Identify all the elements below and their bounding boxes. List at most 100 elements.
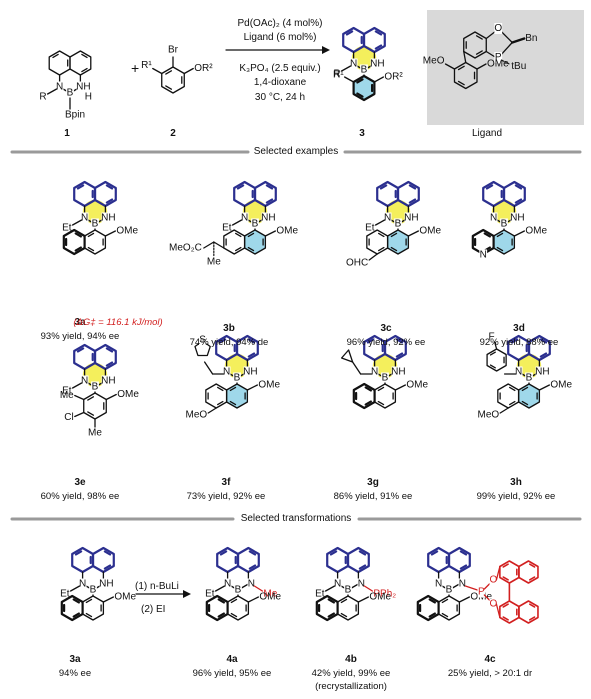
r-substituent: R <box>333 69 340 80</box>
double-bond <box>340 612 348 618</box>
or2-group: OR² <box>384 72 403 83</box>
double-bond <box>217 386 224 392</box>
double-bond <box>514 198 523 204</box>
double-bond <box>103 564 112 570</box>
benzyl-group: Bn <box>525 33 537 44</box>
condition-ligand: Ligand (6 mol%) <box>243 32 317 43</box>
naphthalene-ring <box>396 180 420 208</box>
ethyl-group: Et <box>315 589 325 600</box>
double-bond <box>539 352 548 358</box>
methoxy-group: OMe <box>525 226 547 237</box>
product-4b-yield: 42% yield, 99% ee <box>311 668 391 679</box>
double-bond <box>378 246 385 252</box>
boron-atom: B <box>446 585 453 596</box>
nh-atom: NH <box>101 376 115 387</box>
bond <box>102 596 115 603</box>
boron-atom: B <box>345 585 352 596</box>
nh-atom: NH <box>535 367 549 378</box>
double-bond <box>235 246 242 252</box>
nh-atom: N <box>248 579 255 590</box>
section-selected-transformations: Selected transformations <box>236 513 356 524</box>
boron-atom: B <box>361 65 368 76</box>
double-bond <box>74 246 82 252</box>
double-bond <box>76 184 85 190</box>
yellow-highlight <box>385 199 411 225</box>
nitrogen-atom: N <box>435 579 442 590</box>
formyl-group: OHC <box>346 258 368 269</box>
oxygen-atom: O <box>494 23 502 34</box>
methyl-group: Me <box>60 390 74 401</box>
bond <box>538 384 551 391</box>
wedge-bond <box>511 37 526 44</box>
label-mask <box>404 212 419 224</box>
cyclopropyl-ring <box>340 349 354 363</box>
methoxy-group: MeO <box>478 410 500 421</box>
phosphine-bond <box>363 585 374 592</box>
condition-base: K₃PO₄ (2.5 equiv.) <box>239 63 321 74</box>
methoxy-group: OMe <box>116 226 138 237</box>
example-3f-label: 3f <box>221 477 231 488</box>
label-mask <box>99 578 114 590</box>
example-3c-label: 3c <box>380 323 392 334</box>
nh-atom: NH <box>243 367 257 378</box>
double-bond <box>105 347 114 353</box>
methoxy-group: OMe <box>406 380 428 391</box>
nh-atom: NH <box>76 82 90 93</box>
double-bond <box>395 352 404 358</box>
ligand-label: Ligand <box>471 128 503 139</box>
bond <box>246 384 259 391</box>
aryl-ring <box>336 595 360 621</box>
r-substituent: R <box>39 92 46 103</box>
bond <box>495 603 501 619</box>
naphthalene-ring <box>253 180 277 208</box>
naphthalene-ring <box>236 546 260 574</box>
aryl-ring <box>81 595 105 621</box>
nitrogen-atom: N <box>79 579 86 590</box>
double-bond <box>509 400 516 406</box>
double-bond <box>72 612 80 618</box>
bond <box>493 341 498 350</box>
bond <box>476 63 487 70</box>
double-bond <box>358 550 367 556</box>
bond <box>183 67 194 75</box>
double-bond <box>230 612 238 618</box>
aryl-ring <box>83 229 107 255</box>
label-mask <box>383 212 392 224</box>
double-bond <box>356 78 364 84</box>
double-bond <box>514 184 523 190</box>
bond <box>213 241 225 249</box>
label-mask <box>198 334 207 346</box>
double-bond <box>441 598 449 604</box>
r1-substituent: R¹ <box>141 60 152 71</box>
label-mask <box>80 212 89 224</box>
or2-group: OR² <box>194 63 213 74</box>
naphthalene-ring <box>447 546 471 574</box>
fused-ring <box>205 383 228 409</box>
binol-ring <box>518 560 539 584</box>
boron-atom: B <box>382 373 389 384</box>
nh-atom: NH <box>510 213 524 224</box>
double-bond <box>218 338 227 344</box>
nh-atom: N <box>358 579 365 590</box>
nitrogen-atom: N <box>334 579 341 590</box>
nitrogen-atom: N <box>81 213 88 224</box>
double-bond <box>502 576 509 581</box>
double-bond <box>485 184 494 190</box>
nitrogen-atom: N <box>515 367 522 378</box>
aryl-ring <box>243 229 267 255</box>
double-bond <box>502 603 509 608</box>
bond <box>407 230 420 237</box>
double-bond <box>81 67 88 73</box>
bond <box>499 407 509 414</box>
bond <box>203 361 214 375</box>
bond <box>373 76 385 83</box>
double-bond <box>489 351 496 356</box>
fluoro-group: F <box>489 332 495 343</box>
condition-catalyst: Pd(OAc)₂ (4 mol%) <box>237 18 323 29</box>
double-bond <box>247 232 255 238</box>
product-4c-yield: 25% yield, > 20:1 dr <box>447 668 533 679</box>
nh-atom: NH <box>99 579 113 590</box>
phosphite-bond <box>464 585 479 591</box>
nitrogen-atom: N <box>241 213 248 224</box>
double-bond <box>74 232 82 238</box>
